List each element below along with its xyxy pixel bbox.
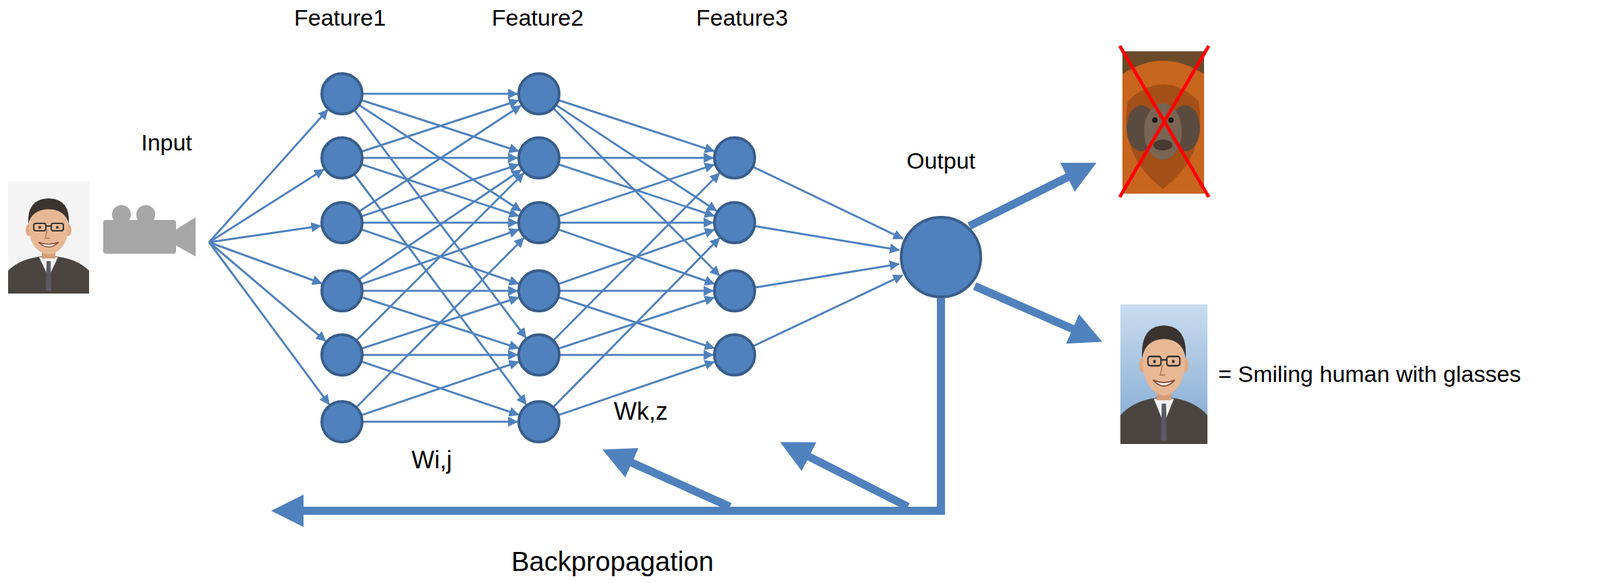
layer-label: Feature2	[489, 4, 586, 32]
weight-arrow	[553, 238, 720, 408]
node-label: Output	[906, 147, 976, 175]
label-holder: Wk,z	[611, 397, 670, 425]
orangutan-photo	[1119, 45, 1209, 197]
neuron	[518, 334, 560, 376]
neuron	[518, 202, 560, 243]
camera-icon	[103, 205, 196, 257]
neuron	[518, 73, 560, 114]
neuron	[321, 270, 363, 311]
neuron	[518, 137, 560, 179]
result-label: = Smiling human with glasses	[1216, 360, 1524, 388]
output-photo	[1120, 304, 1208, 444]
neuron	[321, 334, 363, 376]
weight-arrow	[754, 263, 900, 288]
weight-arrow	[754, 225, 900, 251]
label-holder: Feature1	[292, 4, 388, 32]
neuron	[321, 137, 363, 179]
weight-arrow	[358, 169, 522, 280]
weight-arrow	[209, 242, 330, 405]
backpropagation-label: Backpropagation	[509, 545, 716, 577]
weight-arrow	[361, 163, 519, 216]
weight-arrow	[209, 242, 322, 284]
weight-arrow	[752, 275, 903, 347]
weight-arrow	[209, 242, 326, 341]
label-holder: Backpropagation	[509, 545, 716, 577]
neuron	[714, 270, 755, 311]
neuron	[321, 401, 363, 442]
weight-arrow	[361, 164, 519, 217]
output-node: Output	[899, 147, 983, 299]
weight-arrow	[356, 173, 524, 341]
label-holder: Feature3	[694, 4, 790, 32]
neuron	[714, 202, 755, 243]
weight-arrow	[559, 221, 713, 224]
neuron	[714, 137, 755, 179]
layer-label: Feature1	[292, 4, 388, 32]
weight-arrow	[361, 100, 519, 152]
connection-arrows	[209, 93, 903, 422]
weight-arrow	[559, 290, 713, 293]
input-label: Input	[138, 129, 195, 156]
neuron	[714, 334, 755, 376]
input-photo	[8, 181, 90, 295]
weight-arrow	[209, 109, 328, 243]
neuron	[518, 270, 560, 311]
output-neuron	[899, 215, 983, 299]
result-arrows	[969, 169, 1088, 336]
weight-arrow	[559, 354, 713, 357]
weight-arrow	[361, 99, 519, 152]
neuron	[321, 73, 363, 114]
label-holder: Feature2	[489, 4, 586, 32]
label-holder: Input	[138, 129, 195, 156]
weight-arrow	[553, 173, 720, 341]
weight-arrow	[360, 361, 519, 415]
neuron	[321, 202, 363, 243]
weight-arrow	[209, 169, 324, 243]
label-holder: = Smiling human with glasses	[1216, 360, 1524, 388]
weight-label: Wk,z	[611, 397, 670, 425]
weight-arrow	[559, 157, 713, 160]
layer-label: Feature3	[694, 4, 790, 32]
weight-arrow	[356, 238, 524, 408]
weight-label: Wi,j	[409, 445, 454, 474]
weight-arrow	[362, 290, 518, 293]
weight-arrow	[553, 107, 720, 276]
weight-arrow	[752, 166, 903, 239]
weight-arrow	[362, 93, 518, 96]
weight-arrow	[354, 174, 527, 405]
label-holder: Wi,j	[409, 445, 454, 474]
weight-arrow	[358, 105, 521, 212]
weight-arrow	[362, 354, 518, 357]
weight-arrow	[558, 99, 715, 152]
backpropagation-arrows	[287, 298, 946, 515]
weight-arrow	[555, 105, 717, 212]
neuron-circles	[321, 73, 755, 442]
weight-arrow	[360, 361, 519, 415]
weight-arrow	[362, 420, 518, 423]
weight-arrow	[558, 163, 715, 216]
weight-arrow	[558, 164, 715, 217]
weight-arrow	[362, 221, 518, 224]
neuron	[518, 401, 560, 442]
weight-arrow	[209, 225, 321, 243]
